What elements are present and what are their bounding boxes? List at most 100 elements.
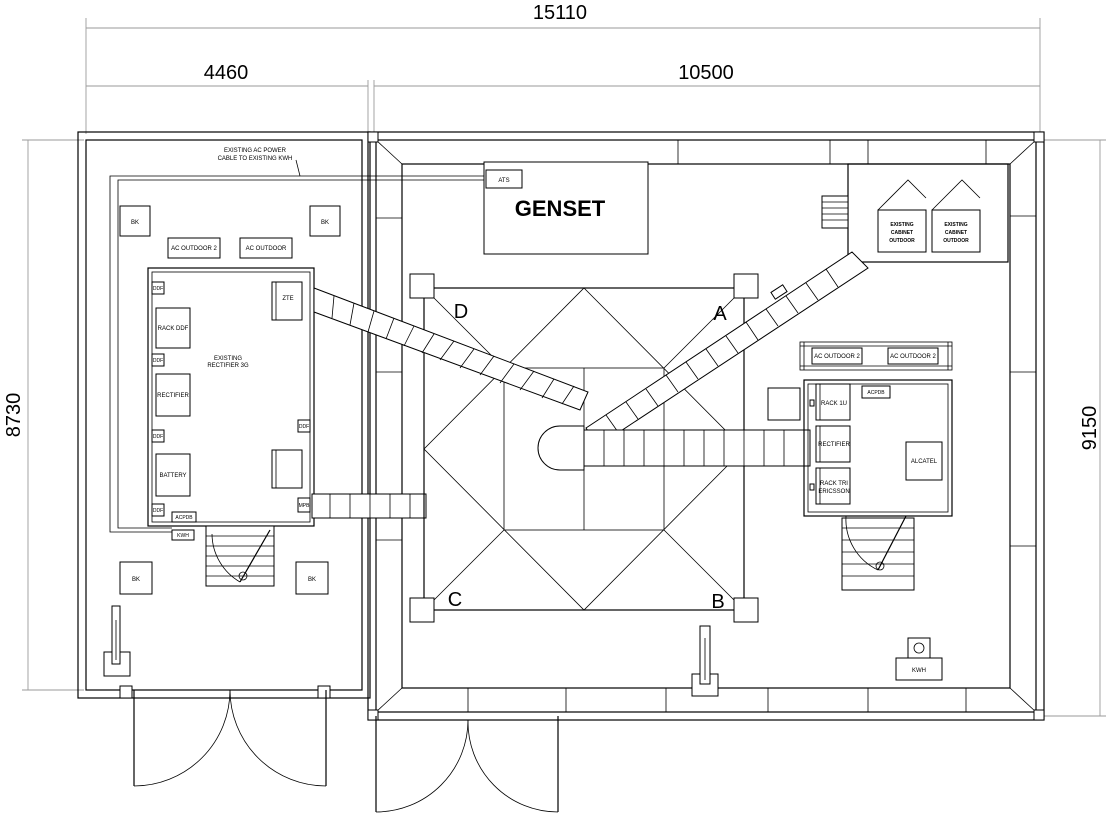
svg-text:BK: BK xyxy=(308,577,316,583)
svg-text:BK: BK xyxy=(132,577,140,583)
svg-text:DDF: DDF xyxy=(153,434,163,440)
svg-text:ERICSSON: ERICSSON xyxy=(818,489,849,495)
gate-right xyxy=(375,716,559,813)
cable-tray-left-diagonal xyxy=(313,287,589,411)
lamp-post-left xyxy=(103,605,131,677)
acpdb-left: ACPDB xyxy=(171,511,197,523)
cable-tray-right-horizontal xyxy=(583,429,811,467)
kwh-left: KWH xyxy=(171,529,195,541)
shelter-mark-2 xyxy=(809,483,815,491)
cable-note-line-2: CABLE TO EXISTING KWH xyxy=(218,156,293,162)
svg-text:RECTIFIER: RECTIFIER xyxy=(818,442,850,448)
gate-left xyxy=(133,689,327,787)
svg-text:BK: BK xyxy=(131,220,139,226)
acpdb-right: ACPDB xyxy=(861,385,891,399)
svg-text:ZTE: ZTE xyxy=(282,296,293,302)
zte-rack: ZTE xyxy=(271,281,303,321)
svg-text:ATS: ATS xyxy=(498,178,509,184)
battery-left: BATTERY xyxy=(155,453,191,497)
left-height-dimension: 8730 xyxy=(3,393,25,438)
shelter-label-2: RECTIFIER 3G xyxy=(207,363,249,369)
svg-text:AC OUTDOOR 2: AC OUTDOOR 2 xyxy=(814,354,860,360)
bk-light-1: BK xyxy=(119,205,151,237)
small-equipment-pad xyxy=(767,387,801,421)
ddf-panel-4: DDF xyxy=(151,503,165,517)
shelter-mark-1 xyxy=(809,399,815,407)
feeder-entry-port xyxy=(537,425,585,471)
ac-outdoor-unit-2a-right: AC OUTDOOR 2 xyxy=(811,347,863,365)
ac-outdoor-unit-left: AC OUTDOOR xyxy=(239,237,293,259)
existing-cabinet-outdoor-2: EXISTING CABINET OUTDOOR xyxy=(931,179,981,253)
rectifier-right: RECTIFIER xyxy=(815,425,851,463)
svg-text:ALCATEL: ALCATEL xyxy=(911,459,938,465)
bk-light-4: BK xyxy=(295,561,329,595)
rectifier-left: RECTIFIER xyxy=(155,373,191,417)
existing-cabinet-outdoor-1: EXISTING CABINET OUTDOOR xyxy=(877,179,927,253)
ddf-panel-1: DDF xyxy=(151,281,165,295)
svg-text:GENSET: GENSET xyxy=(515,196,606,221)
svg-text:CABINET: CABINET xyxy=(891,230,913,236)
ddf-panel-2: DDF xyxy=(151,353,165,367)
dimension-lines xyxy=(22,18,1106,717)
tower-leg-b: B xyxy=(711,591,724,613)
svg-text:RACK TRI: RACK TRI xyxy=(820,481,848,487)
lamp-post-center xyxy=(691,625,719,697)
svg-text:DDF: DDF xyxy=(299,424,309,430)
right-width-dimension: 10500 xyxy=(678,62,734,84)
left-width-dimension: 4460 xyxy=(204,62,249,84)
right-shelter-stairs xyxy=(841,515,915,591)
svg-text:BK: BK xyxy=(321,220,329,226)
svg-text:BATTERY: BATTERY xyxy=(159,473,186,479)
shelter-label-1: EXISTING xyxy=(214,356,242,362)
svg-text:MPB: MPB xyxy=(299,503,311,509)
total-width-dimension: 15110 xyxy=(533,2,587,24)
rack-tri-ericsson: RACK TRI ERICSSON xyxy=(815,467,851,505)
svg-text:AC OUTDOOR: AC OUTDOOR xyxy=(246,246,287,252)
svg-text:DDF: DDF xyxy=(153,508,163,514)
kwh-right: KWH xyxy=(895,637,943,681)
svg-text:EXISTING: EXISTING xyxy=(944,222,967,228)
existing-ac-cable xyxy=(109,159,484,533)
rack-ddf: RACK DDF xyxy=(155,307,191,349)
right-height-dimension: 9150 xyxy=(1079,406,1101,451)
svg-text:AC OUTDOOR 2: AC OUTDOOR 2 xyxy=(171,246,217,252)
ac-outdoor-unit-2b-right: AC OUTDOOR 2 xyxy=(887,347,939,365)
bk-light-2: BK xyxy=(309,205,341,237)
right-shelter xyxy=(803,379,953,517)
rack-1u-right: RACK 1U xyxy=(815,383,851,421)
genset: ATS GENSET xyxy=(483,161,649,255)
right-compound xyxy=(367,131,1045,721)
cable-tray-left-horizontal xyxy=(311,493,427,519)
svg-text:KWH: KWH xyxy=(177,533,189,539)
tower-leg-a: A xyxy=(713,303,727,325)
tower-leg-d: D xyxy=(454,301,468,323)
bk-light-3: BK xyxy=(119,561,153,595)
svg-text:OUTDOOR: OUTDOOR xyxy=(889,238,915,244)
svg-text:ACPDB: ACPDB xyxy=(175,515,193,521)
svg-text:RACK DDF: RACK DDF xyxy=(158,326,189,332)
existing-cabinet-area xyxy=(821,163,1009,263)
alcatel-rack: ALCATEL xyxy=(905,441,943,481)
svg-text:RACK 1U: RACK 1U xyxy=(821,401,847,407)
unit-right-lower xyxy=(271,449,303,489)
svg-text:KWH: KWH xyxy=(912,668,926,674)
svg-text:CABINET: CABINET xyxy=(945,230,967,236)
tower-leg-c: C xyxy=(448,589,462,611)
left-shelter-stairs xyxy=(205,525,275,587)
fence-ticks xyxy=(376,140,1036,712)
mini-panel: MPB xyxy=(297,497,311,513)
svg-text:DDF: DDF xyxy=(153,286,163,292)
ac-outdoor-rack-right xyxy=(799,341,953,371)
svg-text:OUTDOOR: OUTDOOR xyxy=(943,238,969,244)
svg-text:ACPDB: ACPDB xyxy=(867,390,885,396)
svg-text:RECTIFIER: RECTIFIER xyxy=(157,393,189,399)
cable-note-line-1: EXISTING AC POWER xyxy=(224,148,287,154)
ddf-panel-5: DDF xyxy=(297,419,311,433)
ddf-panel-3: DDF xyxy=(151,429,165,443)
svg-text:DDF: DDF xyxy=(153,358,163,364)
left-compound xyxy=(77,131,371,699)
svg-text:AC OUTDOOR 2: AC OUTDOOR 2 xyxy=(890,354,936,360)
ac-outdoor-unit-2-left: AC OUTDOOR 2 xyxy=(167,237,221,259)
svg-text:EXISTING: EXISTING xyxy=(890,222,913,228)
